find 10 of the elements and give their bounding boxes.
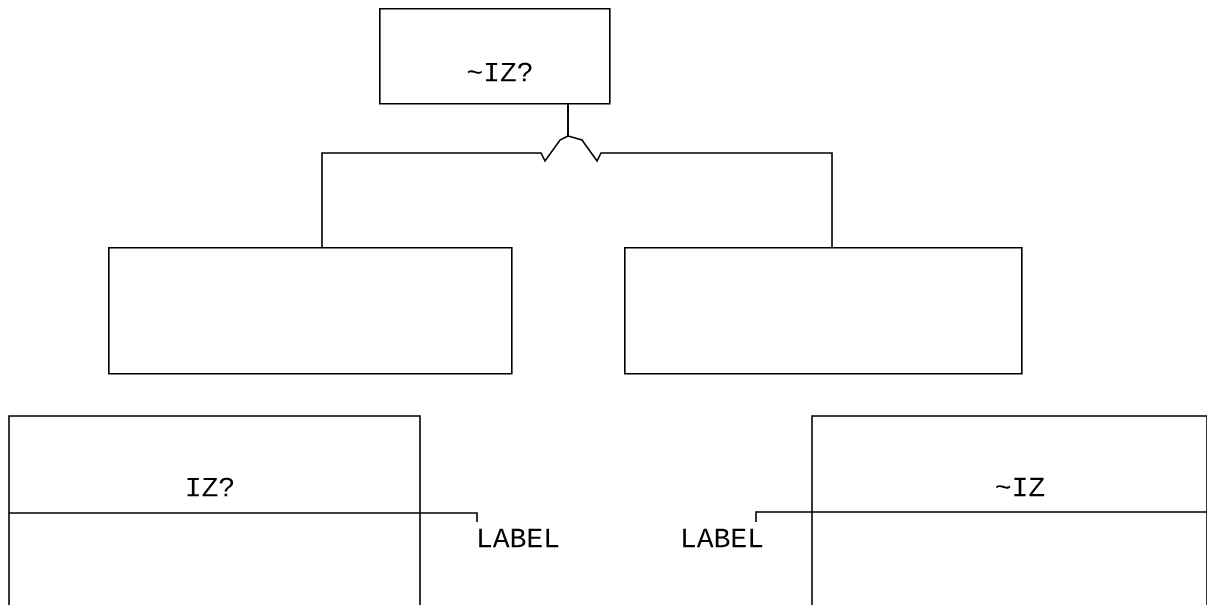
leader-line [419, 512, 478, 523]
table-box: IZ? [8, 415, 421, 605]
process-box [624, 247, 1023, 375]
leader-line [755, 511, 813, 523]
process-box: ~IZ? [379, 8, 611, 105]
label-text: LABEL [683, 528, 763, 548]
connector-line [567, 102, 833, 248]
table-box: ~IZ [811, 415, 1207, 605]
label-text: LABEL [479, 528, 559, 548]
process-box [108, 247, 513, 375]
